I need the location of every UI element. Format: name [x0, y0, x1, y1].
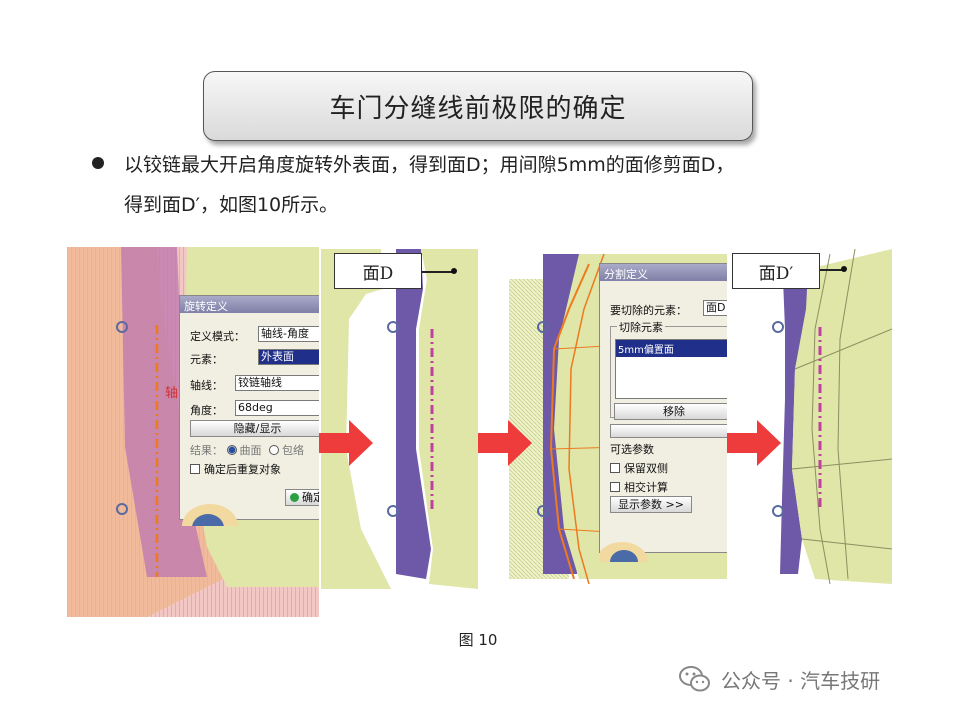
face-d-prime-illustration — [772, 249, 892, 585]
optional-params-label: 可选参数 — [610, 443, 654, 456]
axis-field[interactable]: 铰链轴线 — [235, 375, 319, 391]
cut-list-item[interactable]: 5mm偏置面 — [616, 340, 727, 357]
repeat-label: 确定后重复对象 — [204, 463, 281, 476]
face-d-leader — [422, 271, 454, 273]
slide-title: 车门分缝线前极限的确定 — [203, 71, 753, 141]
split-dialog: 分割定义 要切除的元素： 面D 切除元素 5mm偏置面 移除 可选参数 保留双侧… — [599, 263, 727, 562]
envelope-radio[interactable] — [269, 445, 279, 455]
cut-elements-list[interactable]: 5mm偏置面 — [615, 339, 727, 399]
face-d-prime-callout: 面D′ — [732, 253, 820, 289]
arrow-right-icon-1 — [319, 420, 373, 466]
keep-both-label: 保留双侧 — [624, 462, 668, 475]
surface-radio[interactable] — [226, 445, 237, 455]
face-d-panel — [321, 249, 478, 589]
axis-label: 轴线： — [190, 379, 223, 392]
face-d-prime-leader — [820, 269, 844, 271]
remove-element-field[interactable]: 面D — [703, 300, 727, 316]
hide-show-button[interactable]: 隐藏/显示 — [190, 420, 319, 437]
face-d-callout: 面D — [334, 253, 422, 289]
face-d-leader-dot — [451, 268, 457, 274]
remove-button[interactable]: 移除 — [614, 403, 727, 420]
keep-both-checkbox[interactable] — [610, 463, 620, 473]
arrow-right-icon-3 — [727, 420, 781, 466]
rotate-dialog: 旋转定义 定义模式： 轴线-角度 元素： 外表面 轴线： 铰链轴线 角度： 68… — [179, 295, 319, 526]
repeat-checkbox[interactable] — [190, 464, 200, 474]
planet-logo-icon — [182, 504, 238, 526]
intersect-checkbox[interactable] — [610, 482, 620, 492]
element-label: 元素： — [190, 353, 223, 366]
ok-button[interactable]: 确定 — [285, 489, 319, 506]
wechat-icon — [679, 666, 710, 692]
watermark-text: 公众号 · 汽车技研 — [721, 668, 881, 693]
face-d-prime-panel — [730, 249, 892, 589]
mode-label: 定义模式： — [190, 330, 245, 343]
rotate-dialog-title: 旋转定义 — [180, 296, 319, 313]
result-row: 结果： 曲面 包络 — [190, 442, 304, 458]
blank-button[interactable] — [610, 424, 727, 438]
element-field[interactable]: 外表面 — [258, 349, 319, 365]
remove-element-label: 要切除的元素： — [610, 304, 687, 317]
watermark: 公众号 · 汽车技研 — [679, 663, 880, 695]
result-label: 结果： — [190, 444, 223, 457]
arrow-right-icon-2 — [478, 420, 532, 466]
show-params-button[interactable]: 显示参数 >> — [610, 496, 692, 513]
split-dialog-title: 分割定义 — [600, 264, 727, 281]
bullet-dot — [92, 157, 104, 169]
ok-button-label: 确定 — [302, 491, 319, 504]
angle-label: 角度： — [190, 404, 223, 417]
intersect-row: 相交计算 — [610, 479, 668, 495]
repeat-row: 确定后重复对象 — [190, 461, 281, 477]
cut-group-label: 切除元素 — [617, 319, 665, 335]
intersect-label: 相交计算 — [624, 481, 668, 494]
split-screenshot-panel: 分割定义 要切除的元素： 面D 切除元素 5mm偏置面 移除 可选参数 保留双侧… — [509, 249, 727, 589]
envelope-radio-label: 包络 — [282, 444, 304, 457]
face-d-illustration — [321, 249, 478, 589]
figure-caption: 图 10 — [458, 631, 498, 649]
angle-field[interactable]: 68deg — [235, 400, 319, 416]
keep-both-row: 保留双侧 — [610, 460, 668, 476]
rotate-screenshot-panel: 轴 旋转定义 定义模式： 轴线-角度 元素： 外表面 轴线： 铰链轴线 角度： … — [67, 247, 319, 617]
bullet-text-line-2: 得到面D′，如图10所示。 — [124, 194, 339, 216]
axis-marker-label: 轴 — [165, 386, 179, 401]
mode-select[interactable]: 轴线-角度 — [258, 326, 319, 342]
face-d-prime-leader-dot — [841, 266, 847, 272]
planet-logo-icon-2 — [600, 542, 648, 562]
bullet-text-line-1: 以铰链最大开启角度旋转外表面，得到面D；用间隙5mm的面修剪面D， — [124, 154, 735, 176]
surface-radio-label: 曲面 — [239, 444, 262, 457]
cut-elements-group: 切除元素 5mm偏置面 — [610, 319, 727, 418]
ok-icon — [290, 493, 299, 502]
